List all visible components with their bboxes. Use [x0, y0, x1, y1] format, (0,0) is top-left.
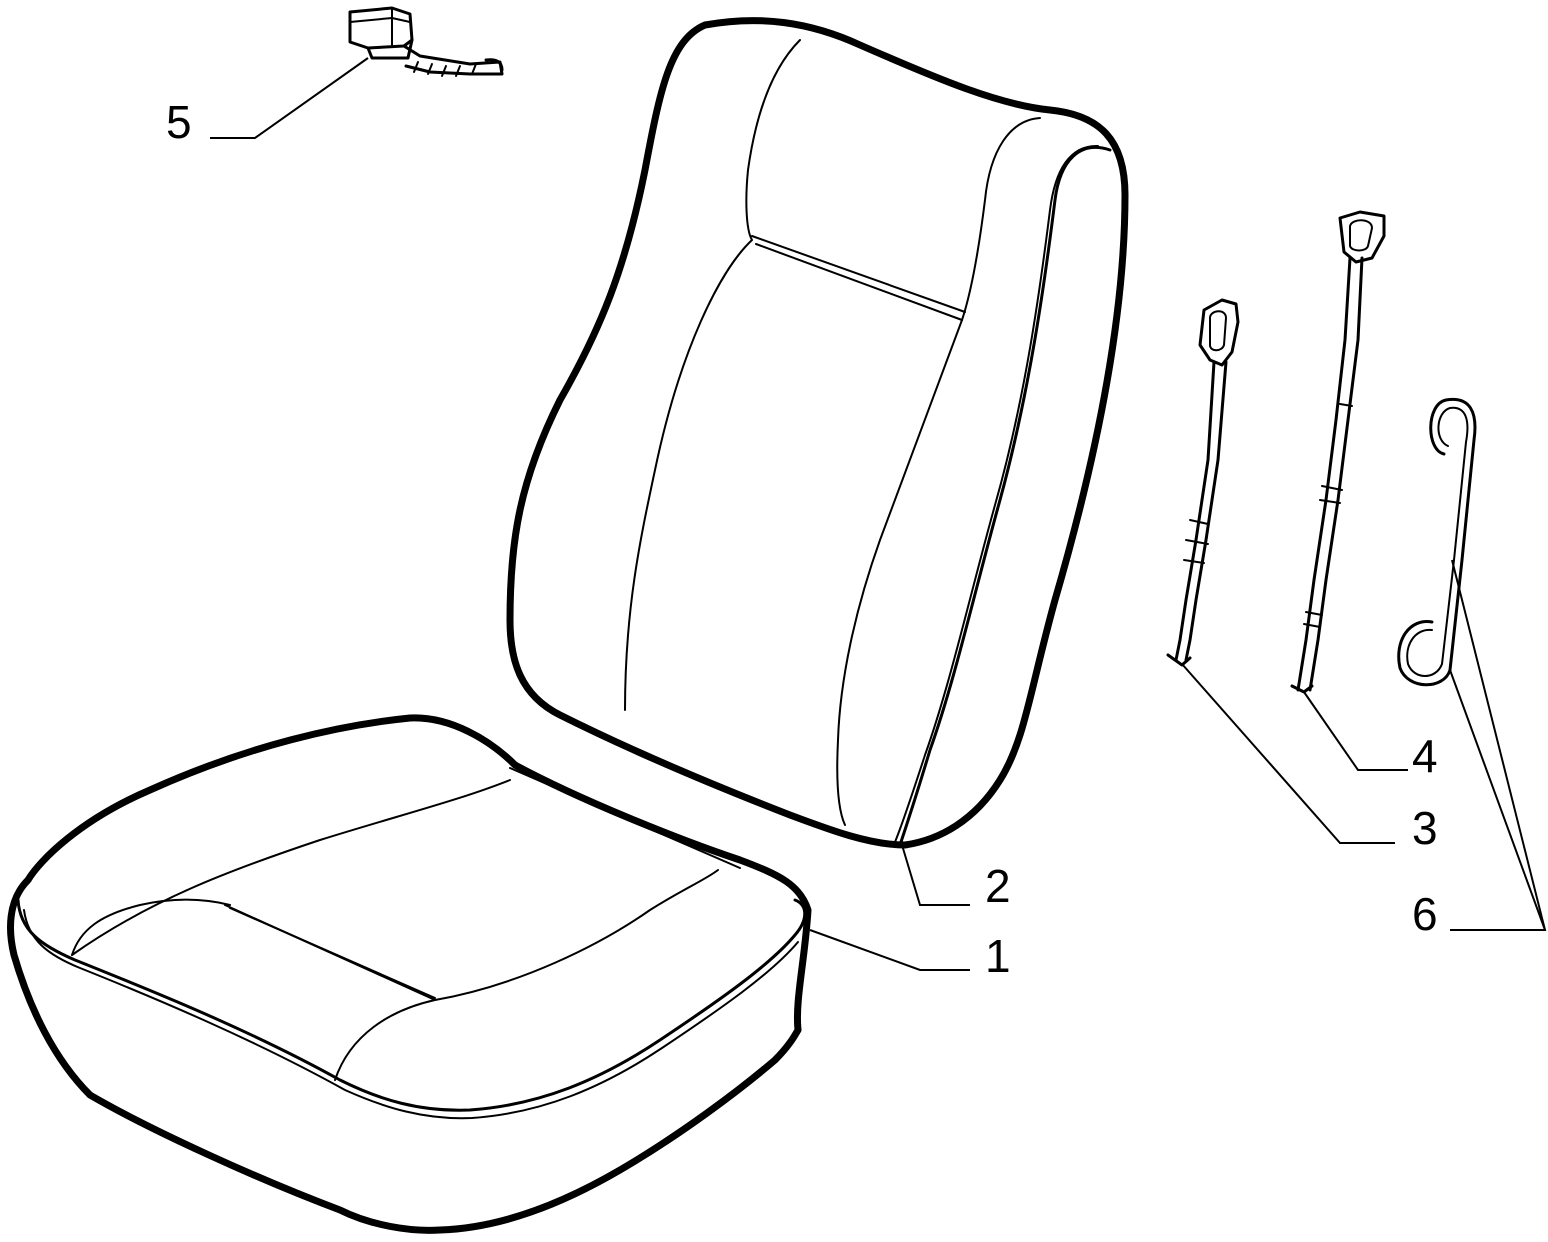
callout-5: 5: [166, 96, 192, 148]
part-2-backrest: [506, 17, 1129, 849]
part-3-rod: [1166, 298, 1240, 667]
part-6-s-hook: [1397, 397, 1477, 687]
callout-6: 6: [1412, 888, 1438, 940]
leader-2: [901, 844, 970, 906]
part-4-rod: [1290, 210, 1386, 694]
leader-lines: [210, 57, 1547, 971]
callouts: 5 2 1 4 3 6: [166, 96, 1438, 982]
callout-1: 1: [985, 930, 1011, 982]
callout-2: 2: [985, 860, 1011, 912]
leader-1: [809, 929, 970, 971]
leader-6: [1450, 559, 1547, 931]
callout-4: 4: [1412, 730, 1438, 782]
part-1-cushion: [7, 714, 812, 1234]
part-5-connector: [348, 6, 504, 77]
leader-4: [1303, 691, 1408, 771]
leader-3: [1181, 663, 1395, 844]
leader-5: [210, 57, 369, 139]
callout-3: 3: [1412, 802, 1438, 854]
